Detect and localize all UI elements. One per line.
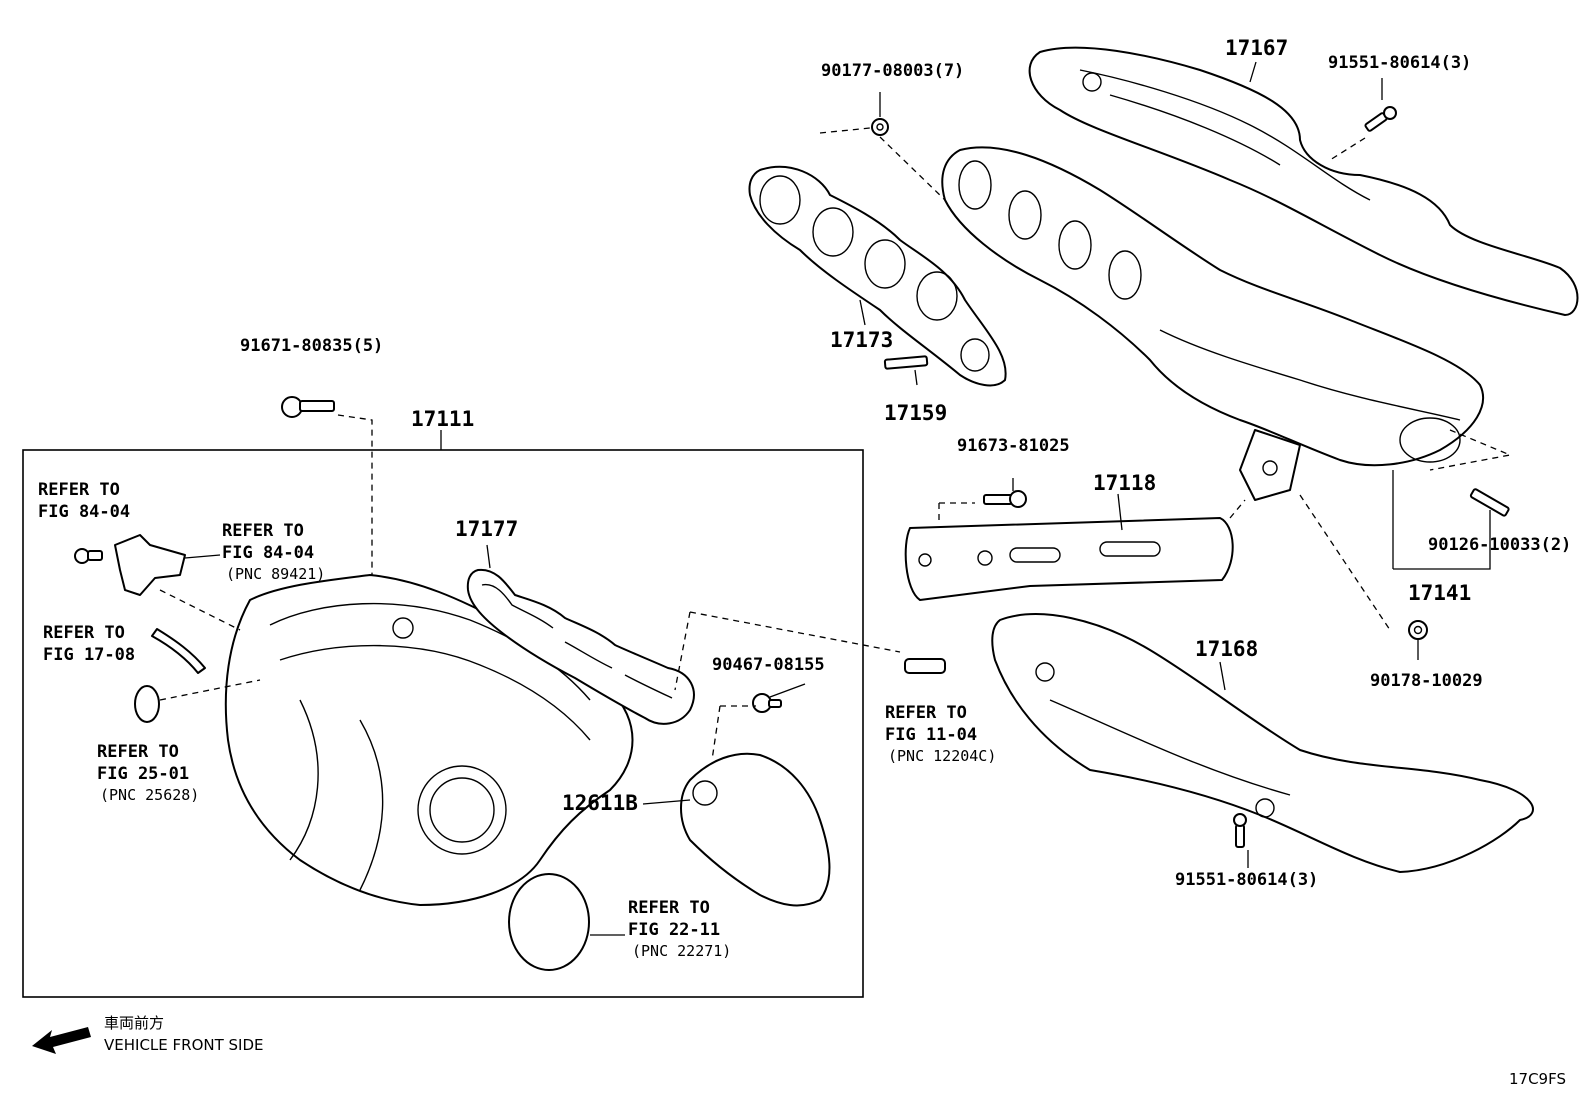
stud-17159: [883, 355, 929, 370]
svg-text:REFER TO: REFER TO: [628, 898, 710, 918]
label-17168: 17168: [1195, 637, 1258, 661]
ref-fig-84-04-bolt: REFER TO FIG 84-04: [38, 480, 130, 522]
ref-fig-84-04-sensor: REFER TO FIG 84-04 (PNC 89421): [222, 521, 325, 583]
bolt-90467: [752, 693, 782, 713]
svg-text:REFER TO: REFER TO: [38, 480, 120, 500]
svg-text:REFER TO: REFER TO: [222, 521, 304, 541]
svg-text:REFER TO: REFER TO: [43, 623, 125, 643]
figure-code: 17C9FS: [1509, 1070, 1566, 1088]
svg-text:(PNC 12204C): (PNC 12204C): [888, 747, 996, 765]
exhaust-manifold-gasket: [748, 165, 1007, 387]
svg-text:FIG 84-04: FIG 84-04: [222, 543, 314, 563]
svg-text:FIG 84-04: FIG 84-04: [38, 502, 130, 522]
label-17111: 17111: [411, 407, 474, 431]
exhaust-manifold: [941, 146, 1485, 467]
nut-90178: [1408, 620, 1428, 640]
hose-17-08: [151, 628, 206, 674]
svg-text:(PNC 25628): (PNC 25628): [100, 786, 199, 804]
label-91551-top: 91551-80614(3): [1328, 53, 1471, 73]
label-17173: 17173: [830, 328, 893, 352]
heat-insulator-lower: [991, 613, 1534, 873]
oring-25628: [134, 685, 160, 723]
bolt-91551-bottom: [1233, 813, 1247, 848]
svg-text:FIG 17-08: FIG 17-08: [43, 645, 135, 665]
label-91673: 91673-81025: [957, 436, 1070, 456]
heat-insulator-12611b: [680, 752, 831, 907]
svg-text:REFER TO: REFER TO: [97, 742, 179, 762]
bolt-refer-84-04: [74, 548, 103, 564]
svg-text:(PNC 89421): (PNC 89421): [226, 565, 325, 583]
label-17167: 17167: [1225, 36, 1288, 60]
heat-insulator-upper: [1028, 46, 1579, 316]
label-17118: 17118: [1093, 471, 1156, 495]
intake-manifold: [224, 574, 634, 906]
label-90178: 90178-10029: [1370, 671, 1483, 691]
label-91551-bottom: 91551-80614(3): [1175, 870, 1318, 890]
svg-text:REFER TO: REFER TO: [885, 703, 967, 723]
ref-fig-25-01: REFER TO FIG 25-01 (PNC 25628): [97, 742, 199, 804]
ref-fig-22-11: REFER TO FIG 22-11 (PNC 22271): [628, 898, 731, 960]
manifold-stay: [904, 517, 1234, 601]
ref-fig-17-08: REFER TO FIG 17-08: [43, 623, 135, 665]
pipe-12204c: [904, 658, 946, 674]
front-label-jp: 車両前方: [104, 1014, 164, 1032]
front-arrow-icon: [32, 1027, 91, 1054]
label-17177: 17177: [455, 517, 518, 541]
label-17159: 17159: [884, 401, 947, 425]
intake-manifold-group-box: [22, 449, 864, 998]
bolt-91551-top: [1364, 106, 1397, 132]
svg-text:FIG 22-11: FIG 22-11: [628, 920, 720, 940]
intake-manifold-gasket: [466, 568, 695, 725]
sensor-89421: [114, 534, 186, 596]
svg-text:FIG 25-01: FIG 25-01: [97, 764, 189, 784]
label-12611b: 12611B: [562, 791, 638, 815]
nut-90177: [871, 118, 889, 136]
bolt-91671: [281, 396, 335, 418]
svg-text:FIG 11-04: FIG 11-04: [885, 725, 977, 745]
label-90126: 90126-10033(2): [1428, 535, 1571, 555]
bolt-91673: [983, 490, 1027, 508]
gasket-22271: [508, 873, 590, 971]
label-17141: 17141: [1408, 581, 1471, 605]
ref-fig-11-04: REFER TO FIG 11-04 (PNC 12204C): [885, 703, 996, 765]
svg-text:(PNC 22271): (PNC 22271): [632, 942, 731, 960]
label-90467: 90467-08155: [712, 655, 825, 675]
label-90177: 90177-08003(7): [821, 61, 964, 81]
label-91671: 91671-80835(5): [240, 336, 383, 356]
front-label-en: VEHICLE FRONT SIDE: [104, 1036, 264, 1054]
stud-90126: [1469, 488, 1510, 517]
